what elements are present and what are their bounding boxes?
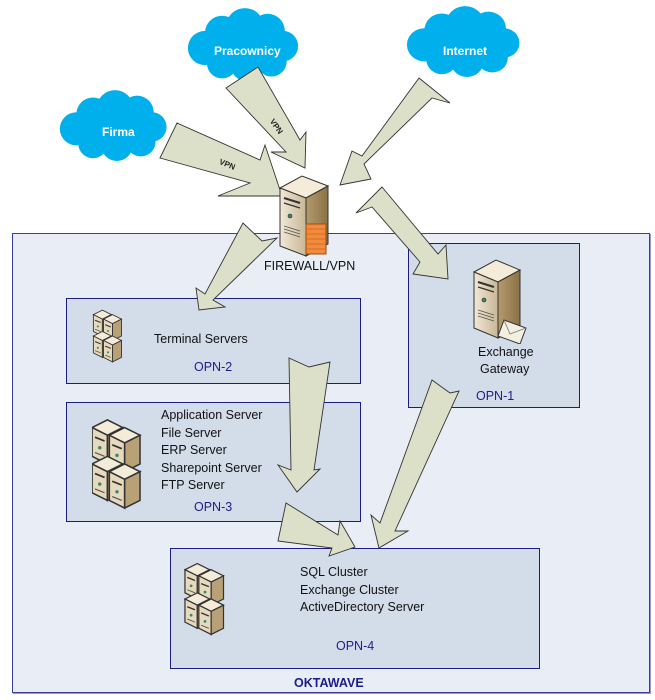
opn3-server-list: Application Server File Server ERP Serve… bbox=[161, 407, 262, 495]
opn4-server-cluster-icon bbox=[184, 562, 226, 636]
opn4-label: OPN-4 bbox=[336, 639, 375, 653]
opn2-item-terminal-servers: Terminal Servers bbox=[154, 332, 248, 346]
opn2-label: OPN-2 bbox=[194, 360, 233, 374]
opn1-item-gateway: Gateway bbox=[480, 362, 530, 376]
arrow-pracownicy-firewall bbox=[225, 66, 307, 169]
opn3-item-sharepoint-server: Sharepoint Server bbox=[161, 460, 262, 475]
opn4-zone bbox=[170, 548, 540, 669]
arrow-opn3-opn4 bbox=[277, 502, 356, 557]
cloud-pracownicy-label: Pracownicy bbox=[214, 44, 281, 58]
arrow-firewall-opn2 bbox=[195, 222, 279, 311]
opn4-item-sql-cluster: SQL Cluster bbox=[300, 565, 368, 579]
arrow-firewall-opn1 bbox=[355, 186, 449, 280]
opn3-label: OPN-3 bbox=[194, 500, 233, 514]
opn4-item-exchange-cluster: Exchange Cluster bbox=[300, 582, 399, 597]
opn4-server-list: SQL Cluster Exchange Cluster ActiveDirec… bbox=[300, 564, 424, 617]
cloud-firma-label: Firma bbox=[102, 125, 135, 139]
opn2-server-cluster-icon bbox=[92, 309, 124, 363]
firewall-server-icon bbox=[278, 175, 330, 257]
cloud-internet-label: Internet bbox=[443, 44, 488, 58]
opn1-item-exchange: Exchange bbox=[478, 345, 534, 359]
opn3-item-application-server: Application Server bbox=[161, 408, 263, 422]
arrow-firma-firewall bbox=[159, 122, 283, 197]
opn3-item-file-server: File Server bbox=[161, 425, 222, 440]
arrow-opn2-opn4 bbox=[276, 357, 331, 493]
oktawave-label: OKTAWAVE bbox=[294, 676, 364, 690]
opn3-item-erp-server: ERP Server bbox=[161, 443, 227, 457]
opn3-item-ftp-server: FTP Server bbox=[161, 478, 225, 492]
opn4-item-activedirectory-server: ActiveDirectory Server bbox=[300, 600, 425, 614]
exchange-gateway-server-icon bbox=[472, 259, 527, 344]
opn1-label: OPN-1 bbox=[476, 389, 515, 403]
opn3-server-cluster-icon bbox=[92, 418, 142, 510]
arrow-internet-firewall bbox=[339, 77, 451, 186]
arrow-opn1-opn4 bbox=[370, 379, 460, 549]
firewall-label: FIREWALL/VPN bbox=[264, 259, 356, 273]
